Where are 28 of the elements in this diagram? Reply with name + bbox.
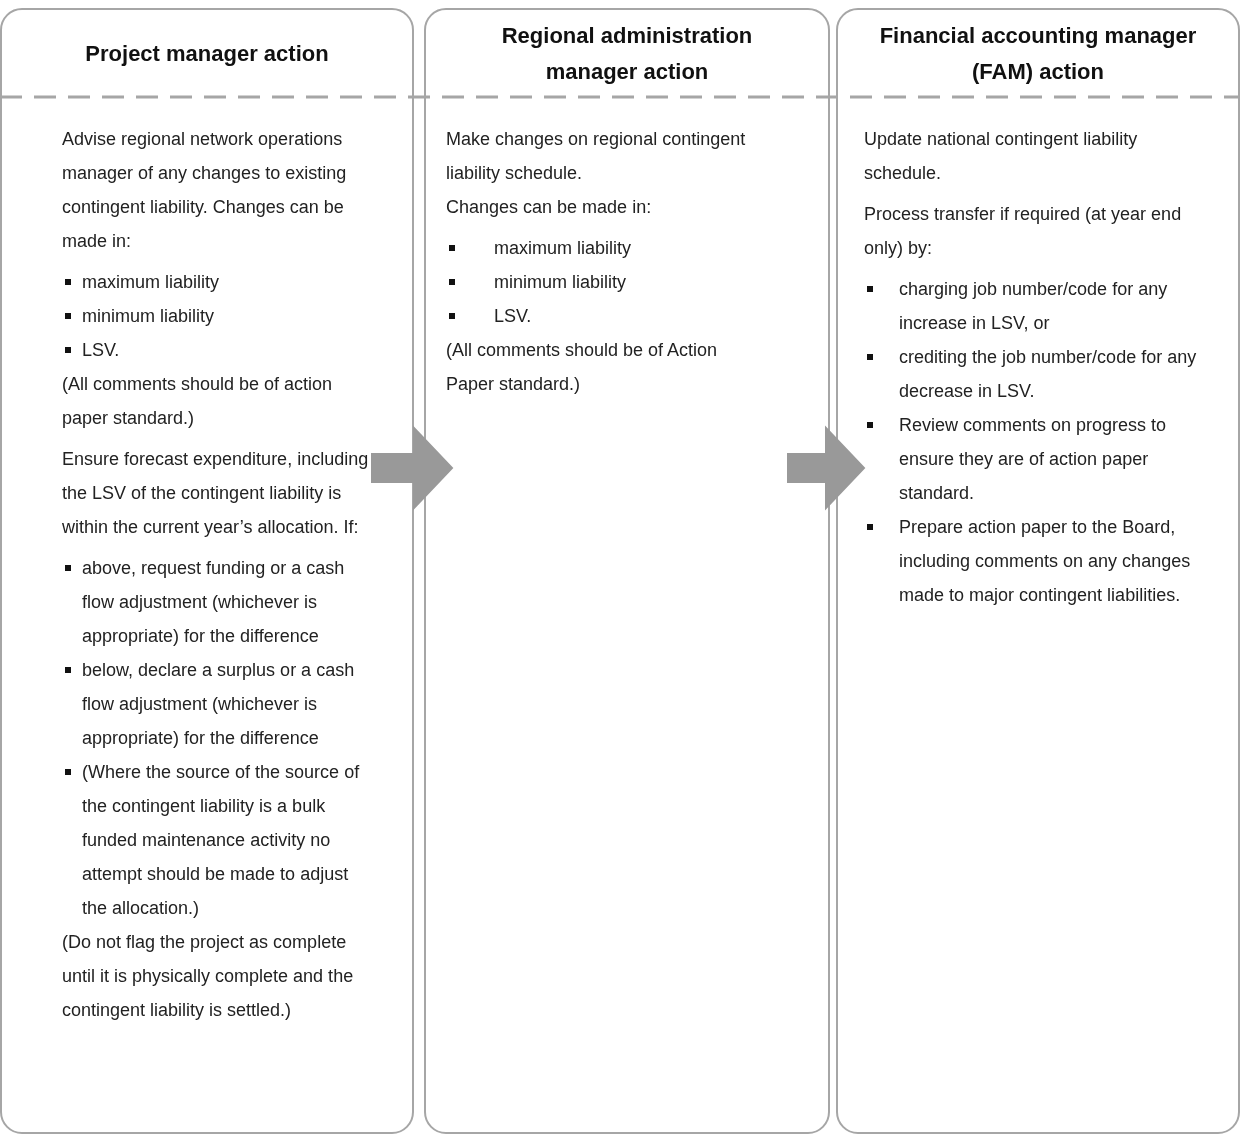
body-text: Process transfer if required (at year end only) by: bbox=[864, 203, 1183, 260]
block-arrow bbox=[787, 425, 866, 511]
bullet-text: Prepare action paper to the Board, including comments on any changes made to major contingent liabilities. bbox=[899, 516, 1192, 607]
bullet-text: minimum liability bbox=[494, 271, 628, 294]
body-text: (All comments should be of action paper standard.) bbox=[62, 373, 334, 430]
bullet-text: maximum liability bbox=[494, 237, 633, 260]
swimlane-panel bbox=[0, 8, 414, 1134]
lane-heading: Regional administration manager action bbox=[500, 22, 754, 86]
body-text: Advise regional network operations manager of any changes to existing contingent liability. Changes can be made in: bbox=[62, 128, 348, 253]
lane-heading: Financial accounting manager (FAM) action bbox=[878, 22, 1198, 86]
body-text: Update national contingent liability schedule. bbox=[864, 128, 1139, 185]
bullet-text: LSV. bbox=[82, 339, 121, 362]
body-text: (Do not flag the project as complete until it is physically complete and the contingent liability is settled.) bbox=[62, 931, 355, 1022]
block-arrow bbox=[371, 425, 454, 511]
bullet-text: below, declare a surplus or a cash flow adjustment (whichever is appropriate) for the difference bbox=[82, 659, 356, 750]
swimlane-panel bbox=[424, 8, 830, 1134]
swimlane-panel bbox=[836, 8, 1240, 1134]
bullet-text: maximum liability bbox=[82, 271, 221, 294]
bullet-text: minimum liability bbox=[82, 305, 216, 328]
body-text: Changes can be made in: bbox=[446, 196, 653, 219]
body-text: Make changes on regional contingent liability schedule. bbox=[446, 128, 747, 185]
bullet-text: LSV. bbox=[494, 305, 533, 328]
lane-heading: Project manager action bbox=[85, 40, 329, 68]
body-text: (All comments should be of Action Paper standard.) bbox=[446, 339, 719, 396]
bullet-text: (Where the source of the source of the contingent liability is a bulk funded maintenance activity no attempt should be made to adjust the allocation.) bbox=[82, 761, 361, 920]
bullet-text: crediting the job number/code for any decrease in LSV. bbox=[899, 346, 1198, 403]
bullet-text: Review comments on progress to ensure they are of action paper standard. bbox=[899, 414, 1168, 505]
body-text: Ensure forecast expenditure, including the LSV of the contingent liability is within the current year’s allocation. If: bbox=[62, 448, 370, 539]
